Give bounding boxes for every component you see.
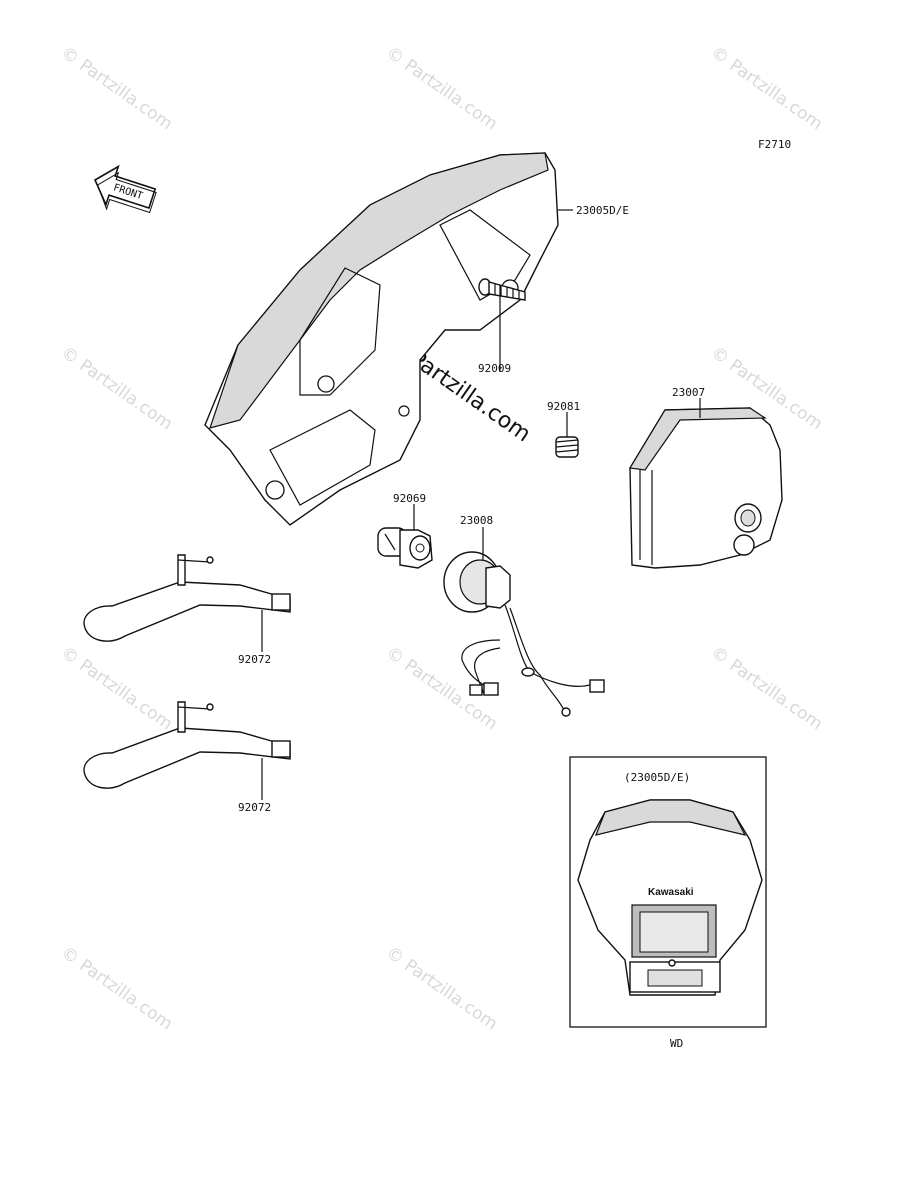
- watermark: © Partzilla.com: [707, 43, 826, 135]
- inset-box: (23005D/E) Kawasaki: [569, 756, 767, 1028]
- socket-harness-23008: [443, 551, 605, 717]
- part-label-23008: 23008: [460, 514, 493, 527]
- watermark: © Partzilla.com: [57, 643, 176, 735]
- inset-title: (23005D/E): [624, 771, 690, 784]
- diagram-code: F2710: [758, 138, 791, 151]
- front-arrow-icon: FRONT: [93, 164, 157, 214]
- brand-logo-text: Kawasaki: [648, 887, 694, 898]
- watermark: © Partzilla.com: [382, 643, 501, 735]
- watermark: © Partzilla.com: [382, 43, 501, 135]
- strap-92072-upper: [83, 554, 291, 642]
- part-label-92081: 92081: [547, 400, 580, 413]
- number-plate-headlight: Kawasaki: [577, 799, 763, 996]
- headlight-cover: [204, 152, 559, 526]
- headlight-unit: [629, 407, 783, 569]
- part-label-92072-lower: 92072: [238, 801, 271, 814]
- part-label-23007: 23007: [672, 386, 705, 399]
- watermark: © Partzilla.com: [57, 43, 176, 135]
- strap-92072-lower: [83, 701, 291, 789]
- watermark: © Partzilla.com: [382, 943, 501, 1035]
- screw-92009: [478, 278, 526, 301]
- part-label-92009: 92009: [478, 362, 511, 375]
- spring-92081: [555, 436, 579, 458]
- part-label-23005de: 23005D/E: [576, 204, 629, 217]
- bulb-92069: [377, 527, 433, 569]
- watermark: © Partzilla.com: [57, 343, 176, 435]
- part-label-92069: 92069: [393, 492, 426, 505]
- watermark: © Partzilla.com: [57, 943, 176, 1035]
- watermark: © Partzilla.com: [707, 643, 826, 735]
- part-label-92072-upper: 92072: [238, 653, 271, 666]
- inset-caption: WD: [670, 1037, 683, 1050]
